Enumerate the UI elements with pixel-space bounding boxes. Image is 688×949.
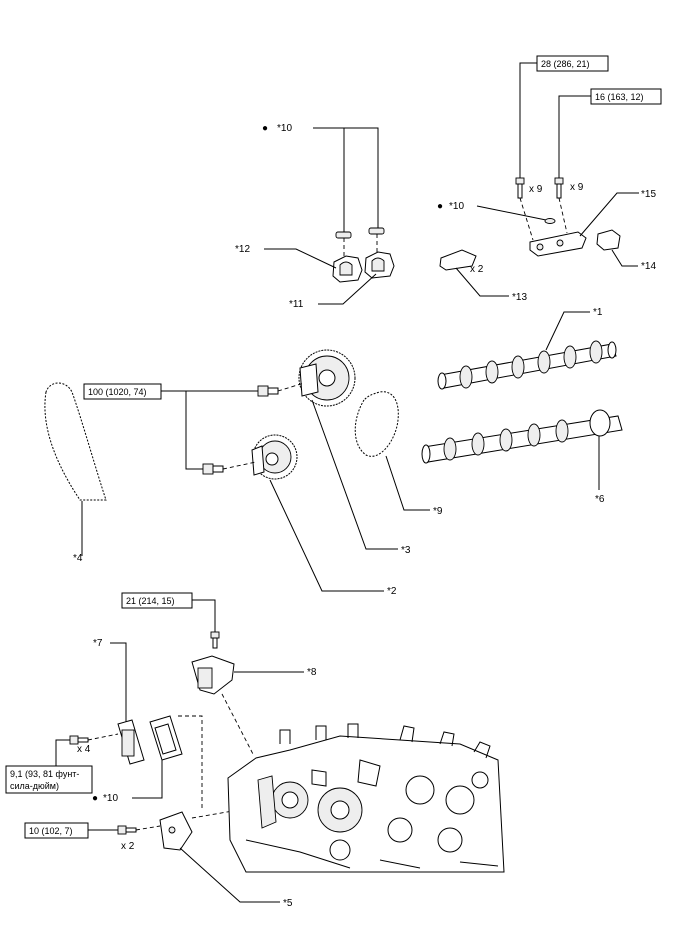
torque-spec-16: 16 (163, 12) <box>558 88 662 178</box>
bearing-cap-13 <box>439 249 477 271</box>
callout-11: *11 <box>289 299 304 310</box>
sprocket-3 <box>298 349 356 407</box>
bracket-bolt <box>117 825 137 835</box>
cap-group-right: x 9 x 9 ● *10 *15 x 2 *13 *14 <box>437 177 656 303</box>
camshaft-6 <box>421 409 623 464</box>
cap-bolt-1 <box>515 177 525 199</box>
bullet-symbol-2: ● <box>437 201 443 212</box>
timing-chain-4 <box>44 382 107 501</box>
torque-spec-16-text: 16 (163, 12) <box>595 92 644 102</box>
callout-10a: *10 <box>277 123 292 134</box>
callout-13: *13 <box>512 292 527 303</box>
callout-15: *15 <box>641 189 656 200</box>
callout-12: *12 <box>235 244 250 255</box>
bullet-symbol-3: ● <box>92 793 98 804</box>
chain-tensioner-8 <box>191 631 235 695</box>
torque-spec-10-text: 10 (102, 7) <box>29 826 73 836</box>
torque-spec-9-1-line1: 9,1 (93, 81 фунт- <box>10 769 79 779</box>
cap-bolt-2 <box>554 177 564 199</box>
callout-10c: *10 <box>103 793 118 804</box>
torque-spec-9-1: 9,1 (93, 81 фунт- сила-дюйм) <box>5 739 93 794</box>
torque-spec-28-text: 28 (286, 21) <box>541 59 590 69</box>
callout-8: *8 <box>307 667 317 678</box>
qty-x2-cap: x 2 <box>470 264 484 275</box>
callout-2: *2 <box>387 586 397 597</box>
bearing-cap-14 <box>596 229 621 251</box>
chain-9 <box>354 391 399 457</box>
callout-4: *4 <box>73 553 83 564</box>
knock-pin-3 <box>544 218 556 224</box>
qty-x9-b: x 9 <box>570 182 584 193</box>
callout-1: *1 <box>593 307 603 318</box>
vvt-gear-2 <box>251 434 298 480</box>
qty-x4: x 4 <box>77 744 91 755</box>
qty-x9-a: x 9 <box>529 184 543 195</box>
torque-spec-100: 100 (1020, 74) <box>83 383 258 470</box>
callout-3: *3 <box>401 545 411 556</box>
camshaft-1 <box>437 340 617 390</box>
callout-6: *6 <box>595 494 605 505</box>
callout-5: *5 <box>283 898 293 909</box>
gasket-10 <box>149 715 183 761</box>
sprocket-bolt-1 <box>257 385 279 397</box>
bullet-symbol-1: ● <box>262 123 268 134</box>
qty-x2-bolt: x 2 <box>121 841 135 852</box>
torque-spec-21: 21 (214, 15) <box>121 592 216 632</box>
torque-spec-28: 28 (286, 21) <box>519 55 609 178</box>
bracket-5 <box>159 811 193 851</box>
torque-spec-9-1-line2: сила-дюйм) <box>10 781 59 791</box>
callout-9: *9 <box>433 506 443 517</box>
knock-pin-1 <box>335 231 352 239</box>
cylinder-head <box>227 723 505 873</box>
cover-bolt <box>69 735 89 745</box>
torque-spec-100-text: 100 (1020, 74) <box>88 387 147 397</box>
cover-plate-7 <box>117 719 145 765</box>
sprocket-bolt-2 <box>202 463 224 475</box>
torque-spec-21-text: 21 (214, 15) <box>126 596 175 606</box>
callout-14: *14 <box>641 261 656 272</box>
callout-7: *7 <box>93 638 103 649</box>
knock-pin-2 <box>368 227 385 235</box>
torque-spec-10: 10 (102, 7) <box>24 822 118 839</box>
callout-10b: *10 <box>449 201 464 212</box>
cap-group-left: ● *10 *12 *11 <box>235 123 395 310</box>
